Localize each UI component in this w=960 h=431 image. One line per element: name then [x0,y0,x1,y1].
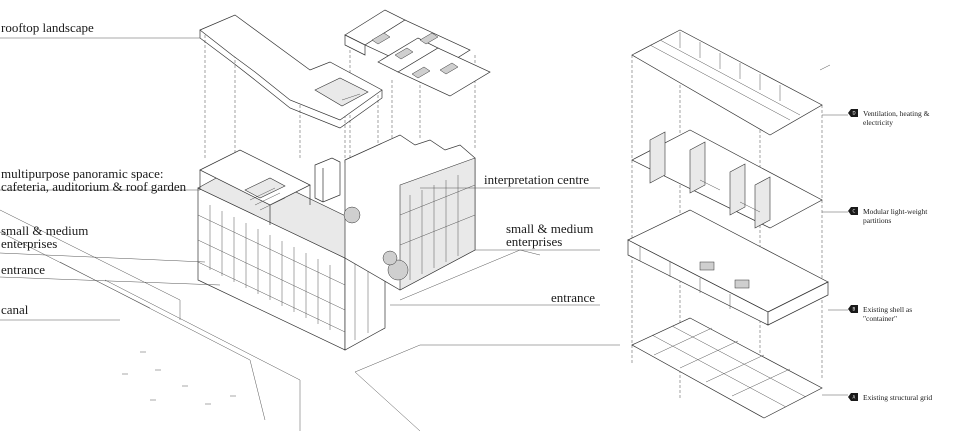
layer-badge-letter: D [853,111,856,116]
layer-badge-letter: B [853,307,856,312]
leader-lines [0,37,600,321]
left-labels: rooftop landscape multipurpose panoramic … [1,20,595,317]
facade-windows [197,205,346,333]
layer-c-partitions [631,129,823,229]
layer-badge-d [848,109,858,117]
layer-label-d-line-2: electricity [863,118,893,127]
label-entrance-right: entrance [551,290,595,305]
canal-marks [122,351,236,405]
layer-label-c-line-2: partitions [863,216,891,225]
layer-label-d-line-1: Ventilation, heating & [863,109,930,118]
layer-badge-c [848,207,858,215]
layer-badge-b [848,305,858,313]
layer-label-a-line-1: Existing structural grid [863,393,932,402]
layer-d-services [631,29,831,136]
rooftop-landscape-element [199,14,383,129]
layer-a-grid [631,317,823,419]
layer-label-b-line-2: "container" [863,314,897,323]
label-interpretation: interpretation centre [484,172,589,187]
layer-badge-a [848,393,858,401]
rear-building [343,134,476,291]
label-sme-left-line-1: small & medium [1,223,88,238]
sawtooth-roof-element [344,9,491,97]
layer-label-b-line-1: Existing shell as [863,305,912,314]
label-sme-left-line-2: enterprises [1,236,57,251]
label-rooftop: rooftop landscape [1,20,94,35]
layer-badge-letter: C [853,209,856,214]
label-sme-right-line-2: enterprises [506,234,562,249]
site-ground-lines [0,209,620,431]
building-axonometric: rooftop landscape multipurpose panoramic … [0,9,620,431]
label-multipurpose-line-2: cafeteria, auditorium & roof garden [1,179,187,194]
label-sme-right-line-1: small & medium [506,221,593,236]
label-entrance-left: entrance [1,262,45,277]
layer-b-shell [627,209,829,326]
layer-badge-letter: A [853,395,856,400]
right-leader-lines [822,114,848,396]
label-multipurpose-line-1: multipurpose panoramic space: [1,166,163,181]
layer-label-c-line-1: Modular light-weight [863,207,928,216]
label-canal: canal [1,302,29,317]
